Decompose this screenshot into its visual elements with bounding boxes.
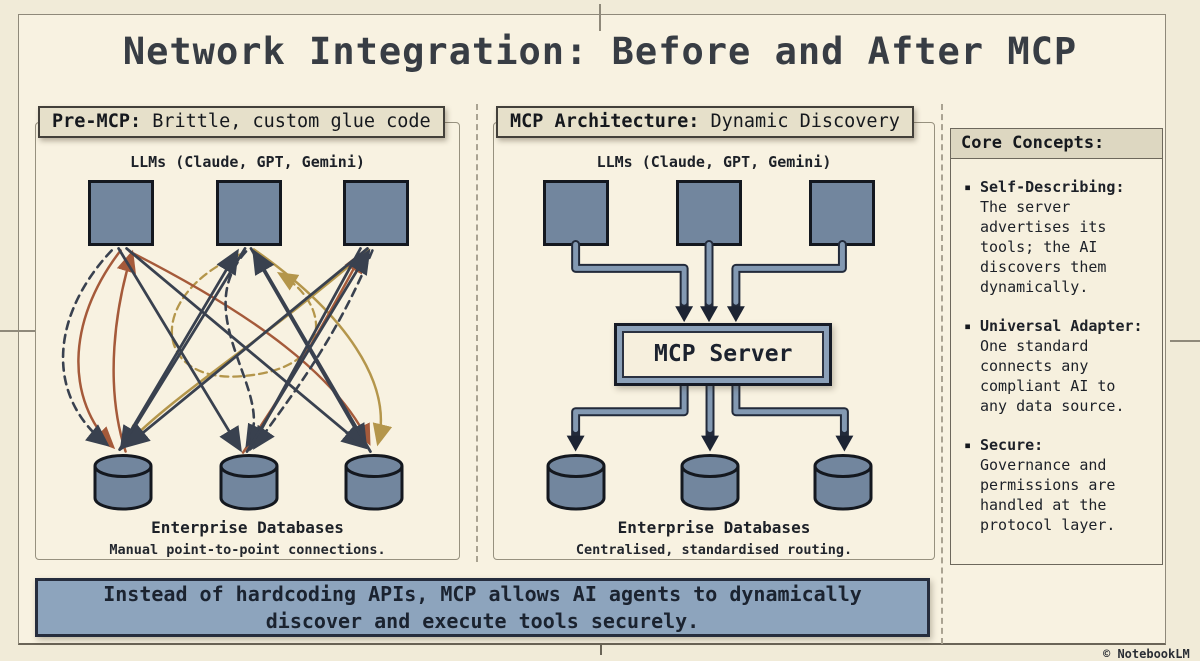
database-cylinder xyxy=(93,454,153,511)
llm-node xyxy=(543,180,609,246)
routed-connections xyxy=(566,240,854,452)
database-cylinder xyxy=(546,454,606,511)
database-cylinder xyxy=(813,454,873,511)
database-cylinder xyxy=(219,454,278,511)
panel-divider-right xyxy=(941,104,943,644)
llm-node xyxy=(676,180,742,246)
core-concepts-list: ▪ Self-Describing: The server advertises… xyxy=(951,159,1162,535)
bullet-icon: ▪ xyxy=(964,180,972,194)
concept-term: Self-Describing: xyxy=(980,178,1125,196)
frame-tick-right xyxy=(1170,340,1200,342)
pre-mcp-header-term: Pre-MCP: xyxy=(52,111,142,132)
frame-tick-bottom xyxy=(600,644,602,655)
bullet-icon: ▪ xyxy=(964,319,972,333)
mcp-caption: Centralised, standardised routing. xyxy=(575,542,853,558)
concept-desc: One standard connects any compliant AI t… xyxy=(980,337,1125,415)
llm-node xyxy=(343,180,409,246)
frame-tick-top xyxy=(599,4,601,31)
core-concepts-header: Core Concepts: xyxy=(951,129,1162,159)
summary-banner: Instead of hardcoding APIs, MCP allows A… xyxy=(35,578,930,637)
mcp-header-rest: Dynamic Discovery xyxy=(699,111,900,132)
tangled-connections xyxy=(61,247,393,454)
summary-line-1: Instead of hardcoding APIs, MCP allows A… xyxy=(103,581,862,606)
pre-mcp-db-label: Enterprise Databases xyxy=(151,518,344,537)
mcp-panel: MCP Architecture: Dynamic Discovery LLMs… xyxy=(493,106,935,560)
pre-mcp-llm-row xyxy=(36,180,459,246)
concept-desc: Governance and permissions are handled a… xyxy=(980,456,1116,534)
pre-mcp-llms-label: LLMs (Claude, GPT, Gemini) xyxy=(130,153,365,171)
database-cylinder xyxy=(680,454,739,511)
mcp-llms-label: LLMs (Claude, GPT, Gemini) xyxy=(596,153,832,171)
mcp-header-term: MCP Architecture: xyxy=(510,111,700,132)
mcp-db-row xyxy=(494,453,934,511)
llm-node xyxy=(88,180,154,246)
database-cylinder xyxy=(344,454,404,511)
llm-node xyxy=(809,180,875,246)
panel-divider-left xyxy=(476,104,478,562)
summary-line-2: discover and execute tools securely. xyxy=(265,608,700,633)
core-concepts-panel: Core Concepts: ▪ Self-Describing: The se… xyxy=(950,128,1163,565)
mcp-server-box: MCP Server xyxy=(614,323,833,386)
list-item: ▪ Self-Describing: The server advertises… xyxy=(964,177,1156,297)
list-item: ▪ Secure: Governance and permissions are… xyxy=(964,435,1156,535)
page-title: Network Integration: Before and After MC… xyxy=(122,30,1078,73)
watermark: © NotebookLM xyxy=(1103,647,1190,661)
pre-mcp-header-rest: Brittle, custom glue code xyxy=(141,111,431,132)
concept-term: Universal Adapter: xyxy=(980,317,1143,335)
mcp-server-label: MCP Server xyxy=(622,331,825,378)
concept-term: Secure: xyxy=(980,436,1044,454)
list-item: ▪ Universal Adapter: One standard connec… xyxy=(964,316,1156,416)
pre-mcp-panel: Pre-MCP: Brittle, custom glue code LLMs … xyxy=(35,106,460,560)
mcp-llm-row xyxy=(494,180,934,246)
pre-mcp-db-row xyxy=(36,453,459,511)
pre-mcp-caption: Manual point-to-point connections. xyxy=(109,542,386,558)
bullet-icon: ▪ xyxy=(964,438,972,452)
pre-mcp-panel-header: Pre-MCP: Brittle, custom glue code xyxy=(38,106,445,138)
frame-tick-left xyxy=(0,330,48,332)
mcp-panel-header: MCP Architecture: Dynamic Discovery xyxy=(496,106,914,138)
mcp-db-label: Enterprise Databases xyxy=(617,518,811,537)
llm-node xyxy=(215,180,282,246)
concept-desc: The server advertises its tools; the AI … xyxy=(980,198,1107,296)
